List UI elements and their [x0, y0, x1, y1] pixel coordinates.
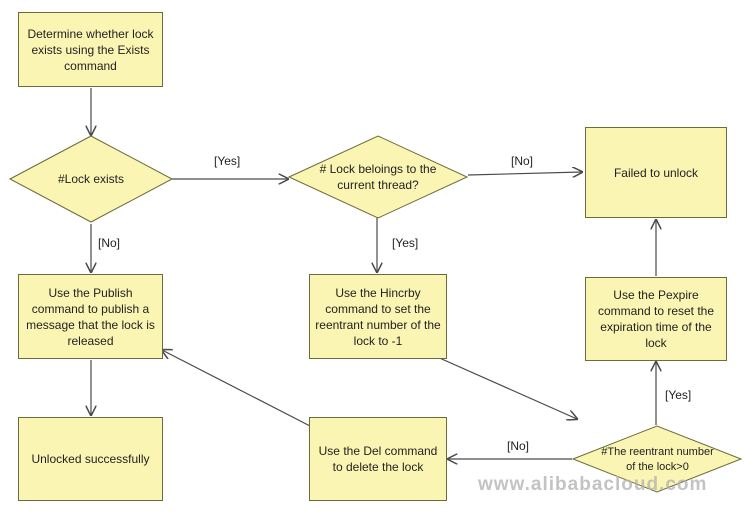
step-failed-to-unlock: Failed to unlock	[585, 127, 727, 218]
step-del: Use the Del command to delete the lock	[309, 417, 447, 501]
step-pexpire: Use the Pexpire command to reset the exp…	[585, 277, 727, 361]
arrow-belongs-to-failed	[467, 172, 582, 175]
edge-label-lock-exists-no: [No]	[98, 236, 121, 250]
step-determine-lock: Determine whether lock exists using the …	[18, 12, 163, 87]
decision-belongs	[287, 135, 469, 219]
edge-label-reentrant-yes: [Yes]	[665, 388, 692, 402]
arrow-hincrby-to-reentrant	[425, 351, 577, 419]
edge-label-belongs-yes: [Yes]	[392, 236, 419, 250]
edge-label-lock-exists-yes: [Yes]	[214, 154, 241, 168]
decision-reentrant-label: #The reentrant number of the lock>0	[601, 446, 714, 473]
decision-reentrant	[571, 425, 743, 493]
step-publish-message: Use the Publish command to publish a mes…	[18, 274, 163, 359]
step-hincrby: Use the Hincrby command to set the reent…	[309, 274, 447, 359]
watermark: www.alibabacloud.com	[478, 474, 708, 495]
decision-lock-exists	[8, 135, 174, 223]
arrow-del-to-publish	[162, 350, 313, 428]
edge-label-reentrant-no: [No]	[507, 439, 530, 453]
step-unlocked: Unlocked successfully	[18, 417, 163, 501]
decision-lock-exists-label: #Lock exists	[57, 172, 125, 186]
edge-label-belongs-no: [No]	[511, 154, 534, 168]
decision-belongs-label: # Lock beloings to the current thread?	[319, 162, 437, 192]
